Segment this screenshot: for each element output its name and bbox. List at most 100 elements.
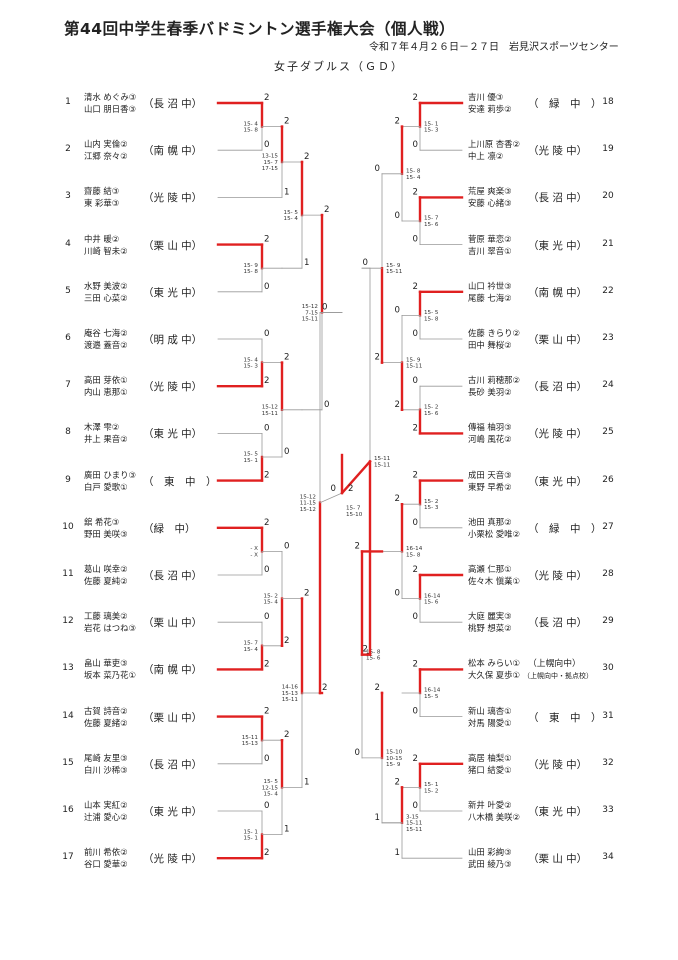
entry-team: （長 沼 中） (528, 192, 588, 205)
win-count: 2 (413, 471, 418, 481)
entry-number: 29 (602, 616, 614, 627)
entry-number: 12 (62, 616, 74, 627)
entry-team: （南 幌 中） (143, 145, 203, 158)
win-count: 0 (413, 518, 418, 528)
entry-player: 白戸 愛歌① (84, 481, 128, 492)
page-title: 第44回中学生春季バドミントン選手権大会（個人戦） (64, 20, 456, 38)
entry-player: 東野 早希② (468, 481, 512, 492)
entry-player: 佐々木 愼業① (468, 576, 521, 586)
entry-team: （緑 中） (143, 522, 196, 535)
entry-team: （長 沼 中） (143, 570, 203, 582)
entry-player: 中上 凛② (468, 151, 504, 162)
entry-player: 山口 朋日香③ (84, 104, 137, 114)
win-count: 2 (304, 152, 309, 162)
entry-player: 水野 美波② (84, 280, 128, 291)
match-score: 15-11 (386, 269, 403, 275)
match-score: 15-12 (262, 405, 278, 411)
win-count: 2 (395, 777, 400, 787)
win-count: 2 (413, 423, 418, 433)
match-score: 15-11 (406, 827, 423, 833)
match-score: 15-11 (406, 364, 423, 370)
win-count: 0 (355, 748, 360, 758)
entry-player: 尾崎 友里③ (84, 752, 128, 763)
entry-player: 清水 めぐみ③ (84, 92, 137, 102)
entry-number: 25 (602, 427, 614, 438)
win-count: 0 (264, 612, 269, 622)
entry-player: 佐藤 夏緒② (84, 717, 128, 728)
win-count: 0 (284, 541, 289, 551)
match-score: 14-16 (282, 685, 299, 691)
win-count: 2 (264, 659, 269, 669)
entry-player: 齋藤 結③ (84, 186, 120, 197)
win-count: 0 (395, 305, 400, 315)
entry-number: 23 (602, 333, 614, 343)
entry-player: 野田 美咲③ (84, 528, 128, 539)
entry-number: 4 (65, 238, 71, 249)
match-score: 15- 3 (424, 128, 439, 134)
entry-team-detail: （上幌向中・拠点校） (523, 672, 593, 681)
event-subtitle: 女子ダブルス（ＧＤ） (274, 60, 404, 73)
entry-player: 池田 真那② (468, 516, 512, 527)
win-count: 0 (395, 211, 400, 221)
match-score: 15- 1 (424, 121, 439, 127)
entry-number: 30 (602, 663, 614, 674)
entry-team: （光 陵 中） (528, 758, 588, 771)
entry-team: （栗 山 中） (143, 239, 203, 252)
win-count: 0 (413, 376, 418, 386)
entry-player: 前川 希依② (84, 847, 128, 858)
entry-player: 高居 柚梨① (468, 752, 512, 763)
entry-number: 14 (62, 710, 74, 721)
entry-player: 廣田 ひまり③ (84, 469, 137, 480)
entry-number: 15 (62, 757, 74, 768)
match-score: 10-15 (386, 756, 403, 762)
entry-team: （ 緑 中 ） (528, 522, 602, 535)
entry-player: 舘 希花③ (84, 516, 120, 527)
entry-number: 9 (65, 474, 71, 485)
entry-number: 6 (65, 333, 71, 343)
entry-player: 谷口 愛華② (84, 859, 128, 870)
match-score: 15- 2 (424, 499, 438, 505)
entry-player: 山田 彩絢③ (468, 847, 512, 858)
match-score: 15- 8 (244, 128, 259, 134)
entry-player: 井上 果音② (84, 434, 128, 445)
entry-team: （長 沼 中） (143, 98, 203, 110)
win-count: 0 (413, 329, 418, 339)
entry-player: 桃野 想菜② (468, 623, 512, 634)
entry-number: 22 (602, 285, 614, 296)
entry-team: （上幌向中） (528, 659, 581, 670)
entry-player: 大庭 麗実③ (468, 611, 512, 622)
entry-player: 荒屋 爽楽③ (468, 186, 512, 197)
match-score: 11-15 (300, 501, 317, 507)
win-count: 0 (264, 565, 269, 575)
match-score: - X (250, 546, 258, 552)
entry-player: 高田 芽依① (84, 375, 128, 386)
entry-player: 猪口 結愛① (468, 764, 512, 775)
match-score: 15- 2 (264, 593, 278, 599)
win-count: 2 (284, 636, 289, 646)
match-score: 15- 1 (244, 836, 259, 842)
entry-player: 木澤 雫② (84, 422, 120, 433)
match-score: 15- 6 (366, 656, 381, 662)
win-count: 2 (363, 645, 368, 655)
entry-team: （長 沼 中） (528, 381, 588, 394)
win-count: 2 (304, 589, 309, 599)
match-score: 15- 7 (264, 160, 279, 166)
match-score: 15-11 (282, 697, 299, 703)
win-count: 2 (264, 471, 269, 481)
win-count: 2 (348, 484, 353, 494)
win-count: 0 (264, 423, 269, 433)
entry-player: 古賀 詩音② (84, 705, 128, 716)
entry-player: 中井 暖② (84, 233, 120, 244)
entry-team: （明 成 中） (143, 334, 203, 346)
entry-number: 27 (602, 521, 614, 532)
entry-player: 菅原 華恋② (468, 233, 512, 244)
entry-player: 岩花 はつね③ (84, 623, 137, 634)
entry-number: 21 (602, 238, 614, 249)
entry-player: 新井 叶愛② (468, 800, 512, 810)
win-count: 0 (264, 329, 269, 339)
win-count: 0 (395, 589, 400, 599)
entry-team: （東 光 中） (528, 239, 588, 252)
entry-team: （東 光 中） (143, 428, 203, 441)
entry-player: 成田 天音③ (468, 469, 512, 480)
entry-team: （南 幌 中） (528, 286, 588, 299)
